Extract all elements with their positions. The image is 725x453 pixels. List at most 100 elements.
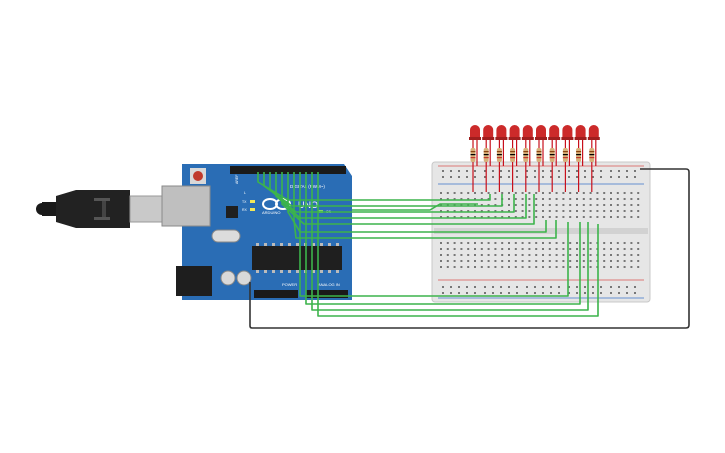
breadboard-hole[interactable]: [521, 198, 524, 200]
breadboard-hole[interactable]: [484, 170, 486, 172]
breadboard-hole[interactable]: [548, 242, 551, 244]
breadboard-hole[interactable]: [610, 242, 612, 244]
breadboard-hole[interactable]: [492, 292, 494, 294]
breadboard-hole[interactable]: [610, 210, 612, 212]
breadboard-hole[interactable]: [558, 286, 560, 288]
breadboard-hole[interactable]: [480, 260, 483, 262]
breadboard-hole[interactable]: [582, 248, 585, 250]
breadboard-hole[interactable]: [526, 286, 528, 288]
breadboard-hole[interactable]: [610, 176, 612, 178]
breadboard-hole[interactable]: [637, 216, 640, 218]
breadboard-hole[interactable]: [600, 170, 602, 172]
breadboard-hole[interactable]: [440, 266, 442, 268]
breadboard-hole[interactable]: [440, 204, 442, 206]
breadboard-hole[interactable]: [558, 292, 560, 294]
breadboard-hole[interactable]: [460, 266, 463, 268]
breadboard-hole[interactable]: [516, 286, 518, 288]
breadboard-hole[interactable]: [460, 198, 463, 200]
breadboard-hole[interactable]: [500, 170, 502, 172]
breadboard-hole[interactable]: [460, 260, 463, 262]
breadboard-hole[interactable]: [610, 266, 612, 268]
breadboard-hole[interactable]: [514, 192, 517, 194]
breadboard-hole[interactable]: [562, 242, 565, 244]
breadboard-hole[interactable]: [548, 216, 551, 218]
breadboard-hole[interactable]: [442, 176, 444, 178]
breadboard-hole[interactable]: [589, 254, 592, 256]
led-6[interactable]: [535, 125, 547, 192]
breadboard-hole[interactable]: [596, 216, 599, 218]
breadboard-hole[interactable]: [576, 266, 578, 268]
breadboard-hole[interactable]: [501, 266, 504, 268]
breadboard-hole[interactable]: [494, 198, 497, 200]
breadboard-hole[interactable]: [603, 210, 606, 212]
breadboard-hole[interactable]: [576, 198, 578, 200]
breadboard-hole[interactable]: [528, 192, 531, 194]
breadboard-hole[interactable]: [630, 192, 633, 194]
breadboard-hole[interactable]: [487, 198, 490, 200]
breadboard-hole[interactable]: [484, 176, 486, 178]
breadboard-hole[interactable]: [542, 198, 544, 200]
breadboard-hole[interactable]: [542, 204, 544, 206]
wires[interactable]: [249, 168, 690, 329]
breadboard-hole[interactable]: [467, 192, 470, 194]
breadboard-hole[interactable]: [514, 266, 517, 268]
led-body[interactable]: [536, 125, 546, 138]
breadboard-hole[interactable]: [569, 204, 572, 206]
breadboard-hole[interactable]: [467, 260, 470, 262]
breadboard-hole[interactable]: [616, 204, 619, 206]
breadboard-hole[interactable]: [555, 266, 558, 268]
breadboard-hole[interactable]: [610, 292, 612, 294]
breadboard-hole[interactable]: [548, 210, 551, 212]
breadboard-hole[interactable]: [610, 286, 612, 288]
breadboard-hole[interactable]: [623, 242, 626, 244]
breadboard-hole[interactable]: [528, 254, 531, 256]
breadboard-hole[interactable]: [542, 260, 544, 262]
breadboard-hole[interactable]: [616, 192, 619, 194]
breadboard-hole[interactable]: [514, 248, 517, 250]
breadboard-hole[interactable]: [542, 242, 544, 244]
breadboard-hole[interactable]: [568, 176, 570, 178]
breadboard-hole[interactable]: [494, 254, 497, 256]
breadboard-hole[interactable]: [576, 254, 578, 256]
breadboard-hole[interactable]: [548, 260, 551, 262]
breadboard-hole[interactable]: [460, 248, 463, 250]
led-4[interactable]: [508, 125, 521, 192]
breadboard-hole[interactable]: [592, 176, 594, 178]
breadboard-hole[interactable]: [623, 248, 626, 250]
breadboard-hole[interactable]: [501, 216, 504, 218]
breadboard-hole[interactable]: [474, 192, 476, 194]
breadboard-hole[interactable]: [630, 242, 633, 244]
breadboard-hole[interactable]: [603, 192, 606, 194]
breadboard-hole[interactable]: [548, 266, 551, 268]
breadboard-hole[interactable]: [508, 170, 510, 172]
breadboard-hole[interactable]: [576, 286, 578, 288]
breadboard-hole[interactable]: [453, 254, 456, 256]
breadboard-hole[interactable]: [589, 266, 592, 268]
breadboard-hole[interactable]: [446, 204, 449, 206]
breadboard-hole[interactable]: [616, 210, 619, 212]
breadboard-hole[interactable]: [550, 170, 552, 172]
breadboard-hole[interactable]: [501, 192, 504, 194]
breadboard-hole[interactable]: [508, 216, 510, 218]
breadboard-hole[interactable]: [630, 248, 633, 250]
breadboard-hole[interactable]: [610, 204, 612, 206]
breadboard-hole[interactable]: [558, 176, 560, 178]
breadboard-hole[interactable]: [474, 170, 476, 172]
breadboard-hole[interactable]: [582, 198, 585, 200]
breadboard-hole[interactable]: [535, 260, 538, 262]
breadboard-hole[interactable]: [500, 176, 502, 178]
breadboard-hole[interactable]: [589, 260, 592, 262]
breadboard-hole[interactable]: [618, 286, 620, 288]
breadboard-hole[interactable]: [589, 192, 592, 194]
breadboard-hole[interactable]: [589, 198, 592, 200]
breadboard-hole[interactable]: [487, 266, 490, 268]
breadboard-hole[interactable]: [508, 192, 510, 194]
breadboard-hole[interactable]: [589, 204, 592, 206]
breadboard-hole[interactable]: [589, 242, 592, 244]
breadboard-hole[interactable]: [592, 170, 594, 172]
breadboard-hole[interactable]: [589, 248, 592, 250]
breadboard-hole[interactable]: [487, 260, 490, 262]
breadboard-hole[interactable]: [514, 198, 517, 200]
breadboard-hole[interactable]: [528, 198, 531, 200]
breadboard-hole[interactable]: [487, 216, 490, 218]
